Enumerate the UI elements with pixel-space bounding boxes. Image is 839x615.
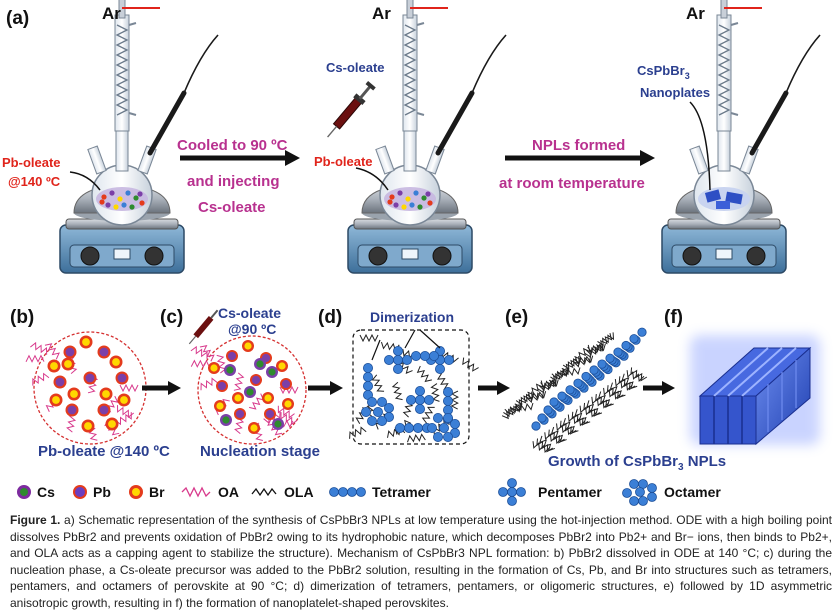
step2-line1: NPLs formed (532, 137, 625, 154)
panel-e-label: (e) (505, 307, 528, 328)
panel-c-top-1: Cs-oleate (218, 305, 281, 321)
cs-oleate-label-top: Cs-oleate (326, 60, 385, 75)
step2-line2: at room temperature (499, 175, 645, 192)
legend-pb: Pb (93, 484, 111, 500)
step1-line2: and injecting (187, 173, 280, 190)
panel-c-circle (190, 335, 307, 445)
nanoplates-label: Nanoplates (640, 85, 710, 100)
legend-oa: OA (218, 484, 239, 500)
pb-oleate-label-1: Pb-oleate (2, 155, 61, 170)
panel-d-label: (d) (318, 307, 342, 328)
panel-e-rod (501, 327, 648, 453)
legend-br: Br (149, 484, 165, 500)
step1-line1: Cooled to 90 ºC (177, 137, 288, 154)
legend-cs: Cs (37, 484, 55, 500)
ar-label-2: Ar (372, 4, 391, 23)
panel-b-label: (b) (10, 307, 34, 328)
panel-c-label: (c) (160, 307, 183, 328)
caption-figure-number: Figure 1. (10, 513, 61, 527)
pb-oleate-label-2: Pb-oleate (314, 154, 373, 169)
legend-octamer: Octamer (664, 484, 721, 500)
legend-ola: OLA (284, 484, 314, 500)
syringe-icon-small (188, 309, 219, 345)
panel-b-circle (25, 331, 147, 445)
apparatus-left (60, 0, 218, 273)
panel-c-top-2: @90 ºC (228, 321, 276, 337)
ar-label-3: Ar (686, 4, 705, 23)
legend-tetramer: Tetramer (372, 484, 431, 500)
nanoplatelet-stack (690, 335, 820, 446)
panel-f-label: (f) (664, 307, 683, 328)
temp-label-1: @140 ºC (8, 174, 61, 189)
panel-e-caption: Growth of CsPbBr3 NPLs (548, 453, 726, 473)
dimerization-label: Dimerization (370, 309, 454, 325)
syringe-icon (327, 81, 376, 138)
cspbbr3-label: CsPbBr3 (637, 63, 690, 81)
apparatus-right (662, 0, 820, 273)
legend: Cs Pb Br OA OLA Tetramer Pentamer Octame… (17, 478, 721, 506)
caption-text: a) Schematic representation of the synth… (10, 513, 832, 610)
panel-d-box (349, 329, 479, 445)
pointer-arrow-1 (69, 171, 101, 191)
ar-label-1: Ar (102, 4, 121, 23)
figure-caption: Figure 1. a) Schematic representation of… (10, 512, 832, 611)
step1-line3: Cs-oleate (198, 199, 266, 216)
panel-b-caption: Pb-oleate @140 ºC (38, 443, 170, 460)
apparatus-middle (348, 0, 506, 273)
panel-c-caption: Nucleation stage (200, 443, 320, 460)
figure-graphic: (a) (b) (c) (d) (e) (f) Ar Pb-oleate @14… (2, 0, 839, 506)
legend-pentamer: Pentamer (538, 484, 602, 500)
panel-a-label: (a) (6, 8, 29, 29)
